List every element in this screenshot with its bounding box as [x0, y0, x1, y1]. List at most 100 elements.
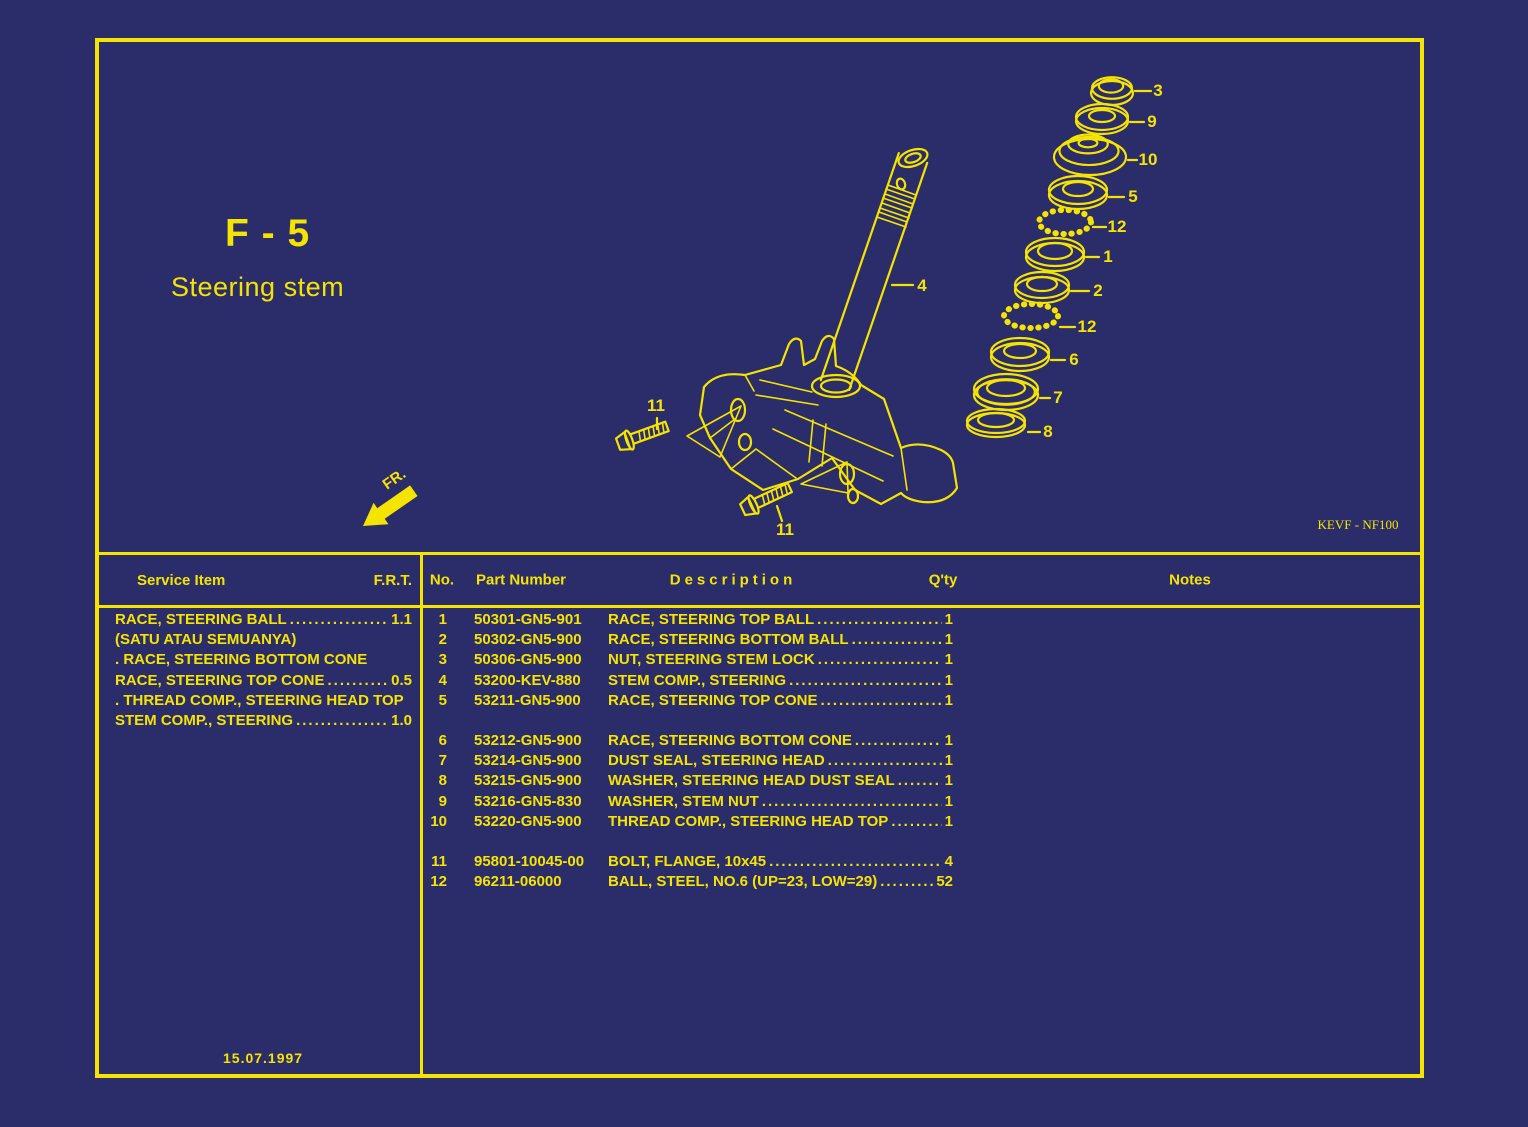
callout-5: 5: [1107, 187, 1138, 206]
part-qty: 52: [936, 873, 953, 891]
part-number: 53215-GN5-900: [474, 772, 582, 790]
stem-tube: [819, 147, 929, 391]
service-item-row: . THREAD COMP., STEERING HEAD TOP: [115, 691, 412, 711]
part-no: 8: [438, 772, 447, 790]
callout-number: 2: [1093, 281, 1102, 300]
callout-number: 5: [1128, 187, 1137, 206]
callout-6: 6: [1049, 350, 1079, 369]
part-race-top-cone: [1047, 174, 1109, 211]
bottom-bridge-clamp: [698, 334, 959, 506]
no-header: No.: [429, 571, 455, 589]
frt-value: 0.5: [391, 671, 412, 689]
parts-row: 11 95801-10045-00 BOLT, FLANGE, 10x454: [423, 852, 1420, 872]
part-description: BALL, STEEL, NO.6 (UP=23, LOW=29): [608, 873, 878, 891]
part-thread-comp-head-top: [1052, 133, 1128, 177]
part-steel-balls-upper: [1036, 207, 1094, 237]
page-frame: F - 5 Steering stem: [95, 38, 1424, 1078]
callout-11: 11: [775, 504, 794, 539]
part-number: 53200-KEV-880: [474, 671, 581, 689]
part-qty: 1: [944, 732, 953, 750]
callout-11: 11: [647, 396, 665, 431]
callout-2: 2: [1069, 281, 1103, 300]
part-no: 9: [438, 792, 447, 810]
service-item-text: RACE, STEERING BALL: [115, 611, 287, 628]
service-item-row: STEM COMP., STEERING1.0: [115, 711, 412, 731]
part-stem-nut-washer: [1074, 102, 1130, 136]
part-number: 96211-06000: [474, 873, 562, 891]
part-qty: 1: [944, 812, 953, 830]
notes-header: Notes: [1169, 571, 1211, 589]
callout-number: 12: [1108, 217, 1127, 236]
callout-number: 1: [1103, 247, 1112, 266]
callout-number: 11: [776, 520, 794, 539]
part-description: RACE, STEERING BOTTOM BALL: [608, 631, 849, 649]
part-description: RACE, STEERING TOP CONE: [608, 691, 818, 709]
callout-8: 8: [1026, 422, 1053, 441]
description-cell: THREAD COMP., STEERING HEAD TOP 1: [608, 812, 953, 832]
part-number: 95801-10045-00: [474, 853, 585, 871]
doc-code: KEVF - NF100: [1318, 517, 1399, 532]
parts-row: 9 53216-GN5-830 WASHER, STEM NUT 1: [423, 792, 1420, 812]
dot-leader: [296, 711, 388, 731]
part-number: 50301-GN5-901: [474, 611, 582, 628]
part-qty: 1: [944, 611, 953, 628]
dot-leader: [880, 872, 933, 892]
service-item-text: RACE, STEERING TOP CONE: [115, 671, 325, 689]
callout-number: 3: [1153, 81, 1162, 100]
description-cell: WASHER, STEM NUT 1: [608, 792, 953, 812]
bearing-stack: [965, 76, 1135, 439]
description-header: Description: [669, 571, 797, 589]
part-description: WASHER, STEM NUT: [608, 792, 759, 810]
service-table-header: Service Item F.R.T.: [99, 555, 420, 608]
part-description: THREAD COMP., STEERING HEAD TOP: [608, 812, 889, 830]
service-item-text: . THREAD COMP., STEERING HEAD TOP: [115, 691, 404, 709]
page-code: F - 5: [225, 212, 311, 255]
callout-4: 4: [890, 276, 927, 295]
parts-table: No. Part Number Description Q'ty Notes 1…: [423, 555, 1420, 1074]
part-dust-seal-washer: [965, 407, 1027, 439]
flange-bolt-left: [614, 420, 670, 451]
part-qty: 1: [944, 631, 953, 649]
dot-leader: [891, 812, 941, 832]
part-steel-balls-lower: [1001, 301, 1061, 331]
parts-list-section: Service Item F.R.T. RACE, STEERING BALL 1…: [99, 552, 1420, 1074]
qty-header: Q'ty: [928, 571, 958, 589]
part-no: 11: [431, 853, 447, 871]
dot-leader: [818, 650, 942, 670]
part-race-top-ball: [1024, 236, 1086, 273]
part-number: 53216-GN5-830: [474, 792, 582, 810]
dot-leader: [852, 630, 942, 650]
dot-leader: [855, 731, 942, 751]
service-item-header: Service Item: [137, 571, 226, 589]
part-number: 50302-GN5-900: [474, 631, 582, 649]
part-qty: 1: [944, 792, 953, 810]
dot-leader: [327, 671, 388, 691]
part-number: 53220-GN5-900: [474, 812, 582, 830]
part-no: 3: [438, 651, 447, 669]
part-qty: 1: [944, 691, 953, 709]
frt-value: 1.1: [391, 611, 412, 628]
part-no: 6: [438, 732, 447, 750]
front-direction-arrow: FR.: [363, 465, 418, 526]
callout-number: 10: [1139, 150, 1158, 169]
dot-leader: [789, 671, 942, 691]
callout-3: 3: [1133, 81, 1163, 100]
page-title: Steering stem: [171, 272, 345, 302]
part-number: 53211-GN5-900: [474, 691, 581, 709]
part-description: DUST SEAL, STEERING HEAD: [608, 752, 825, 770]
callout-number: 4: [917, 276, 927, 295]
description-cell: BOLT, FLANGE, 10x454: [608, 852, 953, 872]
frt-value: 1.0: [391, 712, 412, 730]
dot-leader: [769, 852, 942, 872]
part-qty: 1: [944, 752, 953, 770]
service-item-row: RACE, STEERING BALL 1.1: [115, 610, 412, 630]
dot-leader: [817, 610, 942, 630]
description-cell: RACE, STEERING TOP CONE 1: [608, 691, 953, 711]
